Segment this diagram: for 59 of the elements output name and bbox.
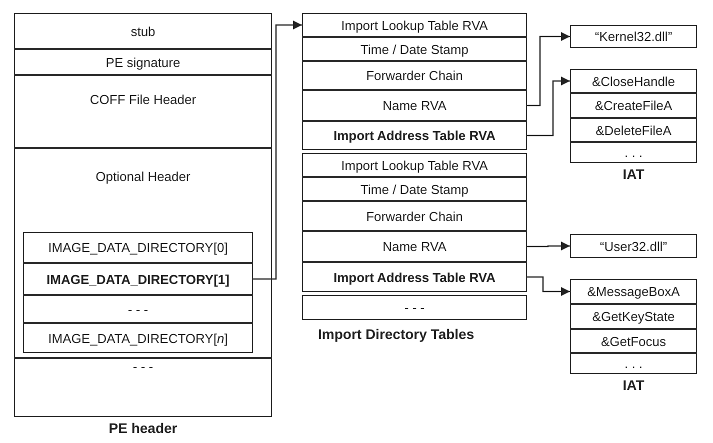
field-row	[570, 118, 697, 142]
field-label: “User32.dll”	[600, 238, 668, 254]
field-label: &GetKeyState	[592, 309, 675, 324]
field-row	[570, 25, 697, 48]
field-label: Optional Header	[96, 169, 190, 184]
field-label: Import Lookup Table RVA	[341, 158, 488, 172]
table-title: Import Directory Tables	[318, 326, 474, 342]
arrow	[527, 76, 570, 136]
field-label: PE signature	[106, 54, 180, 70]
field-label: . . .	[624, 145, 643, 160]
field-row	[14, 75, 272, 148]
field-row	[302, 37, 527, 61]
field-row	[302, 61, 527, 90]
arrow	[527, 276, 570, 296]
field-row	[570, 329, 697, 353]
field-row	[302, 231, 527, 262]
table-title: IAT	[622, 377, 646, 393]
field-label: Time / Date Stamp	[360, 182, 468, 196]
field-label: Time / Date Stamp	[360, 42, 468, 56]
field-row	[302, 295, 527, 320]
field-row	[23, 263, 253, 295]
field-label: &MessageBoxA	[587, 284, 680, 299]
field-label: &DeleteFileA	[596, 122, 672, 138]
field-label: Import Address Table RVA	[333, 270, 496, 284]
field-label: - - -	[404, 300, 425, 315]
arrow	[527, 32, 570, 106]
field-label: “Kernel32.dll”	[594, 29, 672, 44]
field-row	[14, 148, 272, 358]
arrow	[253, 20, 302, 280]
field-row	[302, 201, 527, 231]
field-label: Forwarder Chain	[366, 208, 463, 224]
field-row	[570, 234, 697, 258]
field-label: COFF File Header	[90, 92, 196, 107]
field-label: &CreateFileA	[594, 98, 672, 113]
field-label: IMAGE_DATA_DIRECTORY[1]	[46, 272, 230, 286]
field-row	[570, 304, 697, 329]
field-label: &CloseHandle	[592, 74, 676, 88]
field-row	[570, 93, 697, 118]
field-label: Forwarder Chain	[366, 68, 463, 83]
table-title: IAT	[622, 166, 646, 182]
field-label: Name RVA	[382, 239, 446, 254]
field-row	[302, 177, 527, 201]
arrow	[527, 241, 570, 251]
field-label: stub	[130, 24, 156, 38]
field-label: Import Lookup Table RVA	[341, 18, 488, 32]
field-row	[23, 323, 253, 353]
field-row	[302, 90, 527, 121]
field-label: &GetFocus	[600, 334, 666, 348]
field-row	[23, 232, 253, 263]
field-label: . . .	[624, 356, 643, 371]
table-title: PE header	[108, 420, 178, 436]
field-label: Name RVA	[382, 98, 446, 113]
field-row	[23, 295, 253, 323]
field-label: IMAGE_DATA_DIRECTORY[n]	[48, 330, 228, 346]
field-label: - - -	[132, 359, 154, 374]
field-label: IMAGE_DATA_DIRECTORY[0]	[48, 240, 228, 255]
field-label: - - -	[128, 302, 148, 316]
field-label: Import Address Table RVA	[333, 128, 496, 143]
field-row	[14, 49, 272, 75]
